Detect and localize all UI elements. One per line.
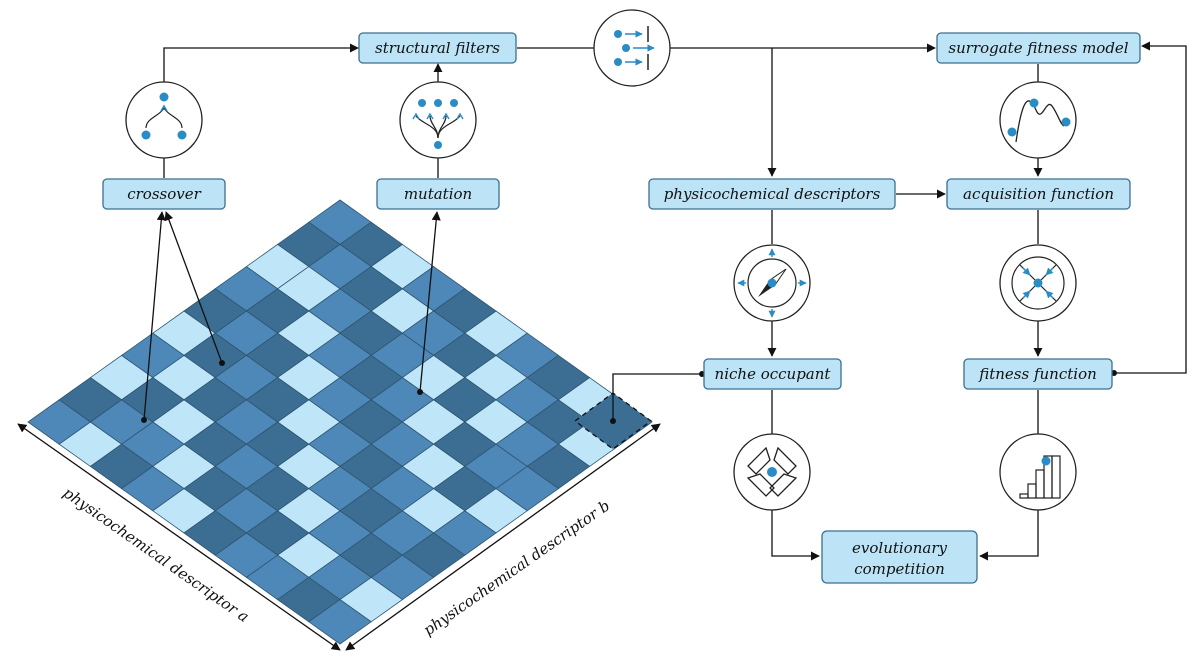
- edge-grid-to-mutation: [419, 211, 441, 393]
- acquisition-function-node[interactable]: acquisition function: [946, 178, 1131, 210]
- crossover-node[interactable]: crossover: [102, 178, 226, 210]
- axis-b-line: [345, 423, 661, 651]
- fitness-function-node[interactable]: fitness function: [963, 358, 1113, 390]
- edge-niche-icon-to-competition: [771, 510, 820, 561]
- edge-grid-to-crossover-1: [143, 211, 166, 421]
- structural-filters-label: structural filters: [375, 39, 500, 57]
- surrogate-fitness-model-label: surrogate fitness model: [948, 39, 1128, 57]
- edge-cell-dot: [610, 418, 616, 424]
- target-converge-icon: [999, 244, 1077, 322]
- surrogate-fitness-model-node[interactable]: surrogate fitness model: [936, 32, 1141, 64]
- surrogate-curve-icon: [999, 81, 1077, 159]
- filter-icon: [593, 9, 671, 87]
- mutation-node[interactable]: mutation: [376, 178, 500, 210]
- edge-fitness-icon-to-competition: [979, 510, 1039, 561]
- fitness-function-label: fitness function: [978, 365, 1097, 383]
- grid-parent-dot-1: [141, 417, 147, 423]
- mutation-label: mutation: [404, 185, 472, 203]
- edge-crossover-to-filters: [163, 43, 359, 82]
- evolutionary-competition-node[interactable]: evolutionary competition: [821, 530, 978, 584]
- evolutionary-label: evolutionary: [852, 539, 947, 557]
- bar-chart-icon: [999, 433, 1077, 511]
- niche-occupant-label: niche occupant: [715, 365, 832, 383]
- structural-filters-node[interactable]: structural filters: [358, 32, 517, 64]
- niche-occupant-node[interactable]: niche occupant: [703, 358, 842, 390]
- competition-label: competition: [854, 560, 944, 578]
- physicochemical-descriptors-label: physicochemical descriptors: [664, 185, 881, 203]
- edge-grid-to-crossover-2: [164, 211, 223, 364]
- edge-fitness-to-surrogate: [1113, 41, 1187, 374]
- crossover-icon: [125, 81, 203, 159]
- crossover-label: crossover: [127, 185, 201, 203]
- axis-a-line: [17, 423, 341, 651]
- physicochemical-descriptors-node[interactable]: physicochemical descriptors: [648, 178, 896, 210]
- niche-icon: [733, 433, 811, 511]
- mutation-icon: [399, 81, 477, 159]
- grid-parent-dot-3: [417, 389, 423, 395]
- acquisition-function-label: acquisition function: [963, 185, 1114, 203]
- grid-parent-dot-2: [219, 360, 225, 366]
- archive-grid: [27, 199, 653, 645]
- edge-cell-to-niche: [612, 373, 702, 421]
- compass-icon: [733, 244, 811, 322]
